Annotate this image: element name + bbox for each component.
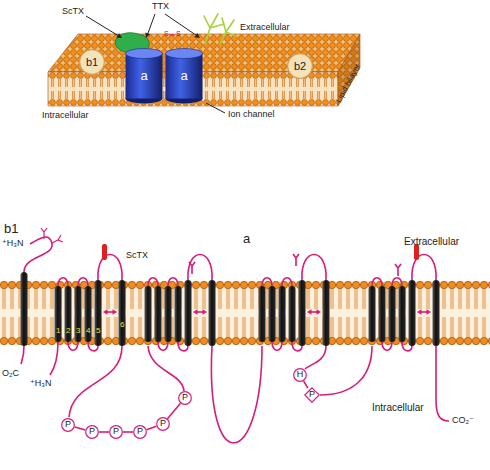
terminus-label: O₂C	[2, 368, 19, 378]
segment-number: 6	[120, 320, 124, 329]
node-text: P	[137, 427, 143, 437]
node-text: H	[297, 370, 304, 380]
subunit-label: b1	[4, 222, 18, 237]
node-text: b2	[294, 60, 306, 72]
connector	[304, 381, 308, 388]
bond-label: S	[176, 30, 181, 38]
subunit-label: a	[243, 232, 250, 247]
toxin-ttx	[204, 14, 236, 44]
segment-number: 5	[96, 326, 100, 335]
alpha-cylinder: a	[165, 48, 203, 104]
node-text: a	[180, 69, 187, 83]
connector	[168, 403, 181, 418]
region-label: Extracellular	[404, 236, 459, 248]
node-text: P	[113, 427, 119, 437]
alpha-loops	[50, 254, 449, 443]
bond-label: S	[164, 30, 169, 38]
node-text: P	[65, 420, 71, 430]
phospho-site: P	[156, 417, 170, 431]
leader-arrows	[86, 14, 225, 113]
toxin-label: ScTX	[62, 6, 84, 16]
segment-number: 2	[66, 326, 70, 335]
node-text: P	[160, 419, 166, 429]
toxin-label: ScTX	[126, 250, 148, 260]
terminus-label: CO₂⁻	[452, 415, 474, 425]
phospho-site: P	[61, 418, 75, 432]
phospho-site: P	[85, 425, 99, 439]
membrane-band	[0, 281, 490, 345]
alpha-cylinder: a	[125, 48, 163, 104]
phospho-site-diamond: P	[304, 387, 320, 403]
connector	[99, 432, 109, 433]
node-text: b1	[86, 56, 98, 68]
disulfide-bond	[170, 35, 176, 36]
phospho-site: P	[109, 425, 123, 439]
inactivation-gate: H	[293, 368, 307, 382]
connector	[123, 432, 133, 433]
beta-subunit-circle: b2	[287, 53, 313, 79]
beta-subunit-circle: b1	[79, 49, 105, 75]
part-label: Ion channel	[228, 109, 275, 119]
region-label: Extracellular	[240, 22, 290, 32]
node-text: P	[182, 393, 188, 403]
toxin-label: TTX	[152, 1, 169, 11]
phospho-site: P	[133, 425, 147, 439]
node-text: P	[89, 427, 95, 437]
segment-number: 1	[56, 326, 60, 335]
terminus-label: ⁺H₃N	[2, 238, 23, 248]
segment-number: 4	[86, 326, 90, 335]
terminus-label: ⁺H₃N	[30, 378, 51, 388]
connector	[147, 426, 157, 429]
membrane-slab	[48, 34, 360, 106]
region-label: Intracellular	[372, 402, 424, 414]
segment-number: 3	[76, 326, 80, 335]
node-text: a	[140, 69, 147, 83]
phospho-site: P	[178, 391, 192, 405]
connector	[75, 427, 86, 430]
toxin-site	[102, 244, 419, 260]
node-text: P	[309, 390, 315, 400]
region-label: Intracellular	[42, 110, 89, 120]
